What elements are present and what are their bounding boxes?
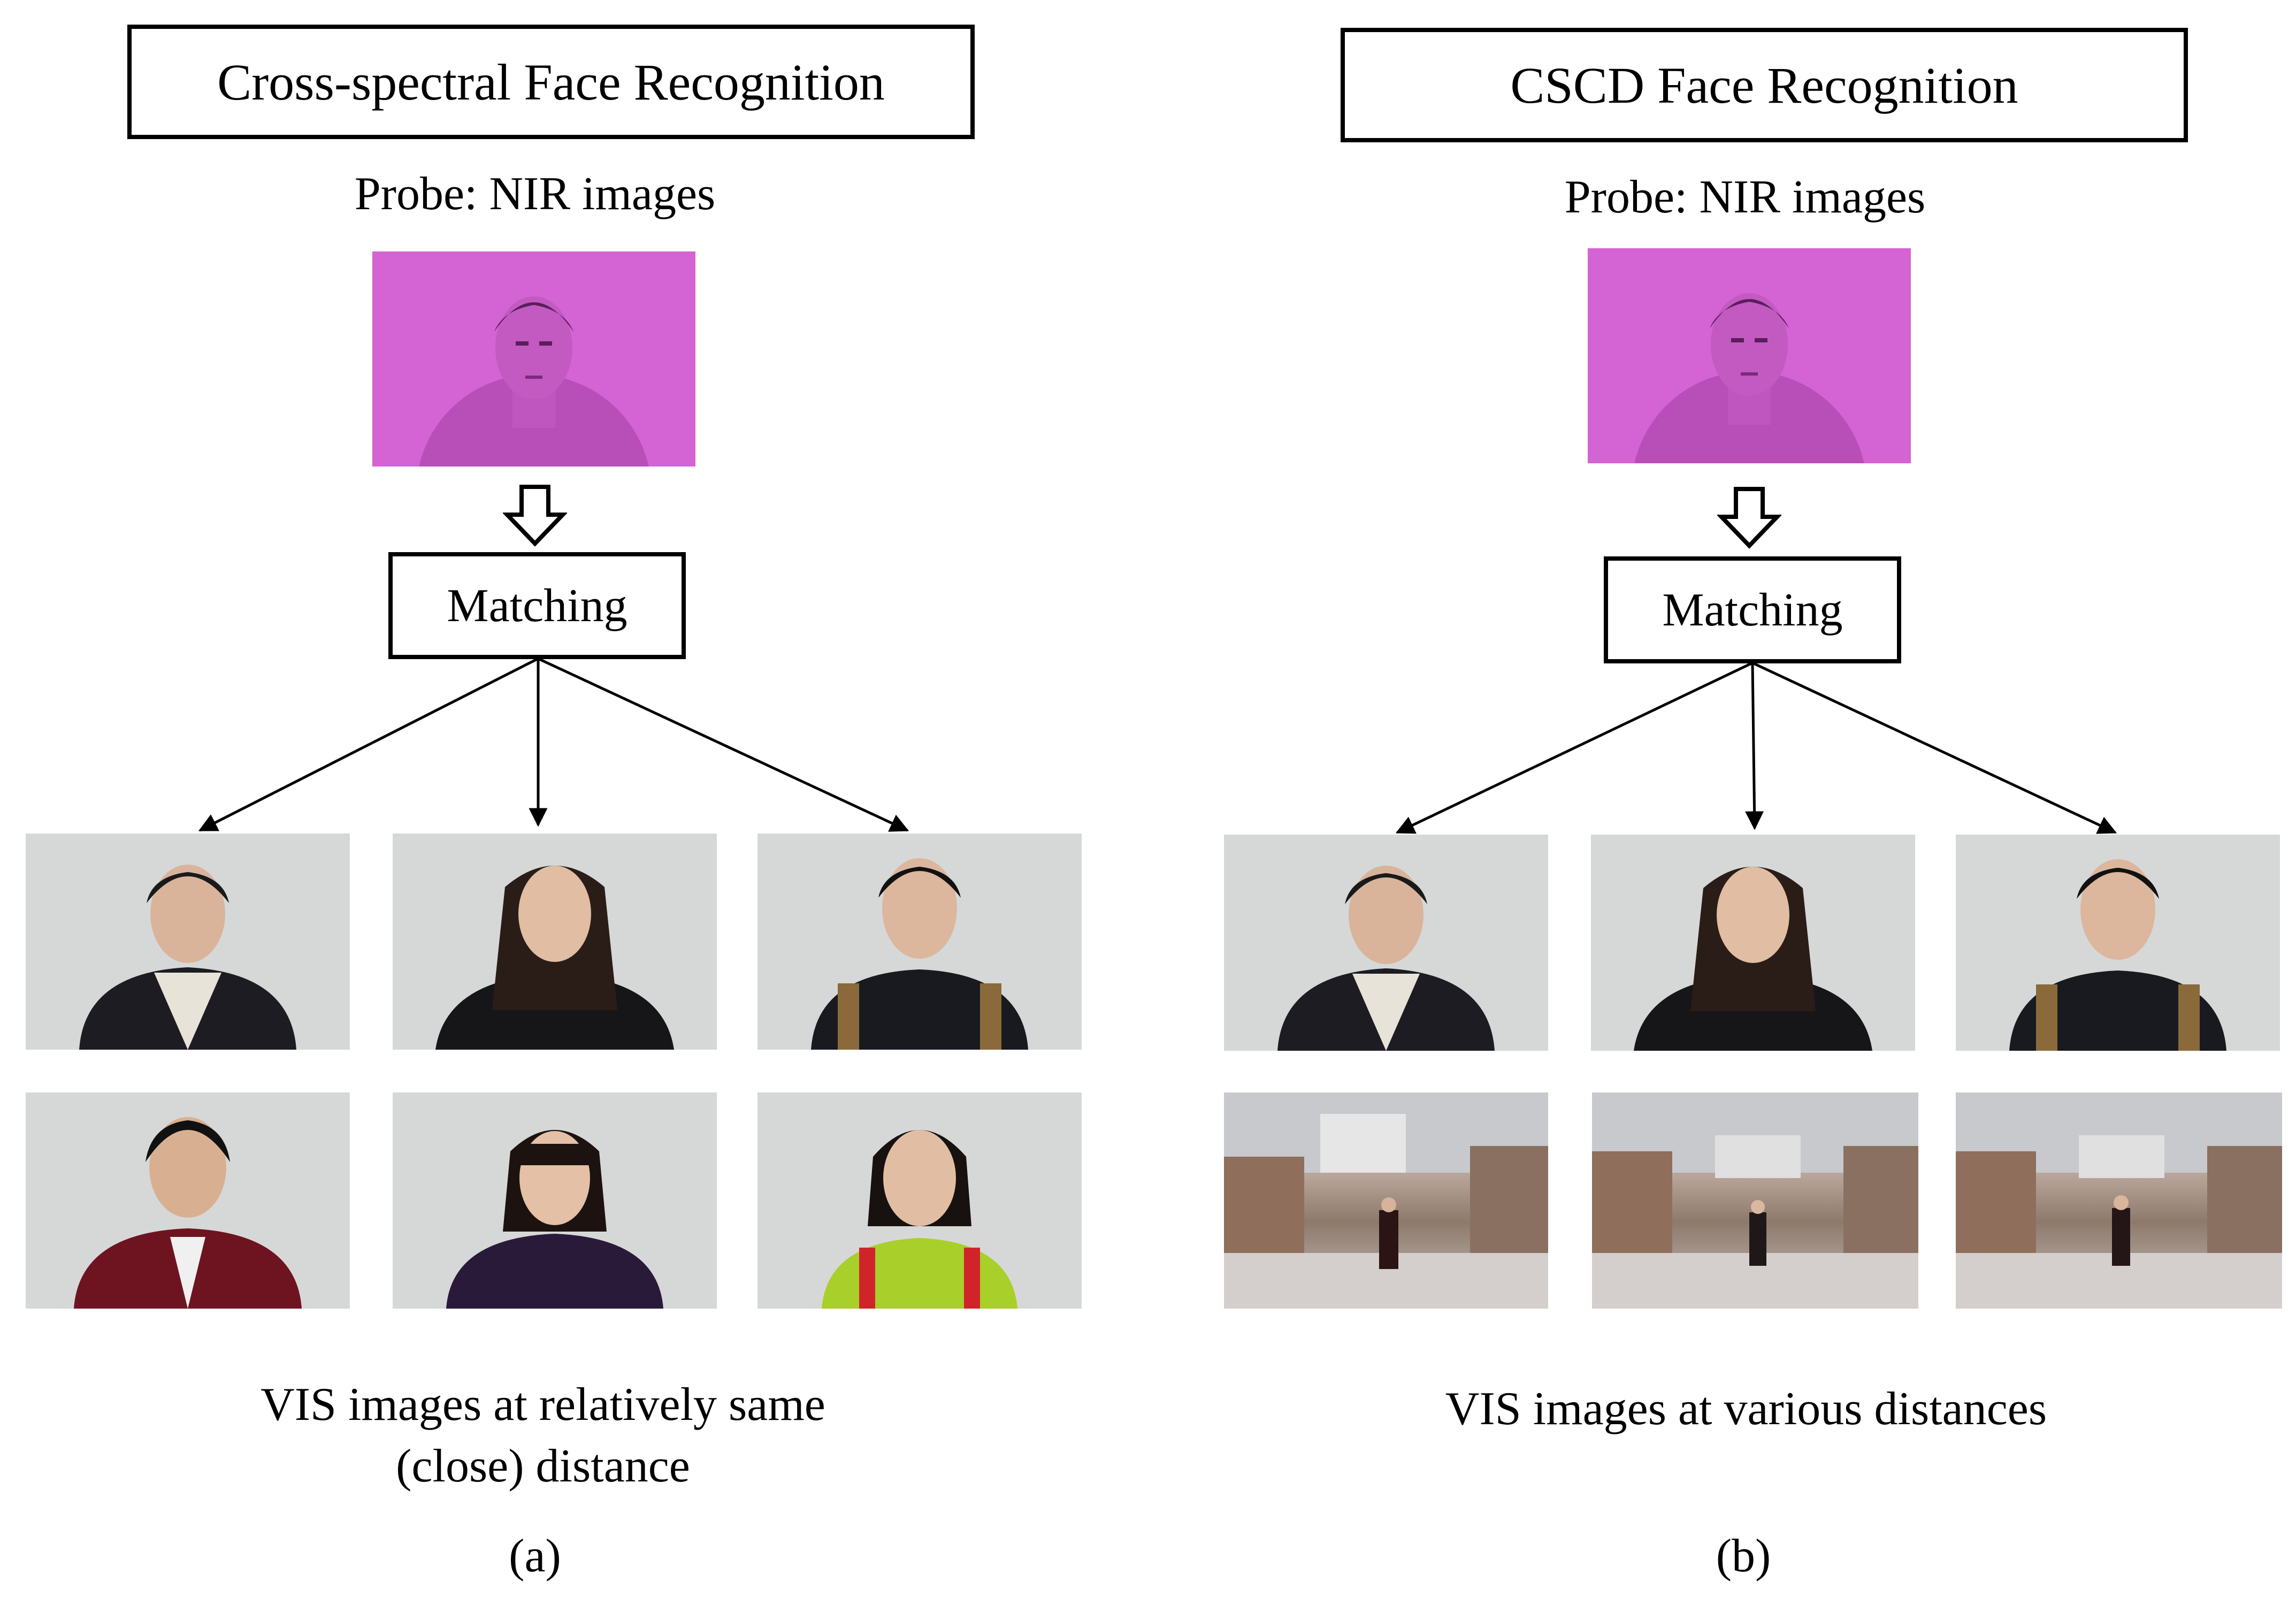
panel-a-gallery-r1-c3: [757, 834, 1082, 1050]
panel-b-gallery-r2-c3: [1956, 1092, 2282, 1309]
panel-b-title: CSCD Face Recognition: [1341, 28, 2188, 142]
panel-b-gallery-r1-c3: [1956, 835, 2280, 1051]
panel-b: CSCD Face Recognition Probe: NIR images …: [1148, 0, 2296, 1605]
panel-b-matching-box: Matching: [1604, 556, 1901, 663]
panel-a-gallery-r2-c2: [393, 1092, 717, 1309]
panel-a-caption-line-2: (close) distance: [396, 1440, 690, 1492]
panel-b-gallery-r1-c1: [1224, 835, 1548, 1051]
panel-a-gallery-r1-c2: [393, 834, 717, 1050]
panel-a: Cross-spectral Face Recognition Probe: N…: [0, 25, 1086, 1582]
panel-b-caption: VIS images at various distances: [1148, 1378, 2296, 1440]
panel-a-gallery-r2-c3: [757, 1092, 1082, 1309]
panel-b-probe-label: Probe: NIR images: [1564, 171, 1926, 223]
panel-a-probe-label: Probe: NIR images: [354, 168, 716, 220]
panel-a-title: Cross-spectral Face Recognition: [127, 25, 975, 139]
panel-a-nir-probe-image: [372, 251, 695, 467]
panel-b-arrow-center: [1745, 663, 1764, 830]
panel-a-branch-arrows: [198, 658, 909, 832]
panel-b-gallery-r1-c2: [1591, 835, 1915, 1051]
panel-a-caption-line-1: VIS images at relatively same: [261, 1379, 825, 1431]
panel-a-arrow-left: [198, 658, 538, 832]
panel-b-arrow-left: [1395, 662, 1752, 834]
panel-b-gallery-r2-c2: [1592, 1092, 1918, 1309]
panel-a-matching-box: Matching: [388, 552, 686, 659]
panel-b-caption-line-1: VIS images at various distances: [1445, 1383, 2047, 1435]
panel-b-gallery-r2-c1: [1224, 1092, 1548, 1309]
panel-a-arrow-right: [538, 658, 909, 832]
panel-b-arrow-right: [1752, 662, 2117, 834]
panel-b-branch-arrows: [1395, 662, 2117, 834]
panel-a-gallery-r2-c1: [26, 1092, 350, 1309]
panel-a-gallery-r1-c1: [26, 834, 350, 1050]
panel-a-hollow-down-arrow: [503, 485, 567, 547]
panel-b-nir-probe-image: [1588, 248, 1911, 463]
panel-a-sublabel: (a): [509, 1530, 561, 1582]
panel-b-hollow-down-arrow: [1717, 487, 1781, 549]
panel-a-caption: VIS images at relatively same (close) di…: [0, 1374, 1086, 1497]
panel-b-sublabel: (b): [1716, 1530, 1771, 1582]
